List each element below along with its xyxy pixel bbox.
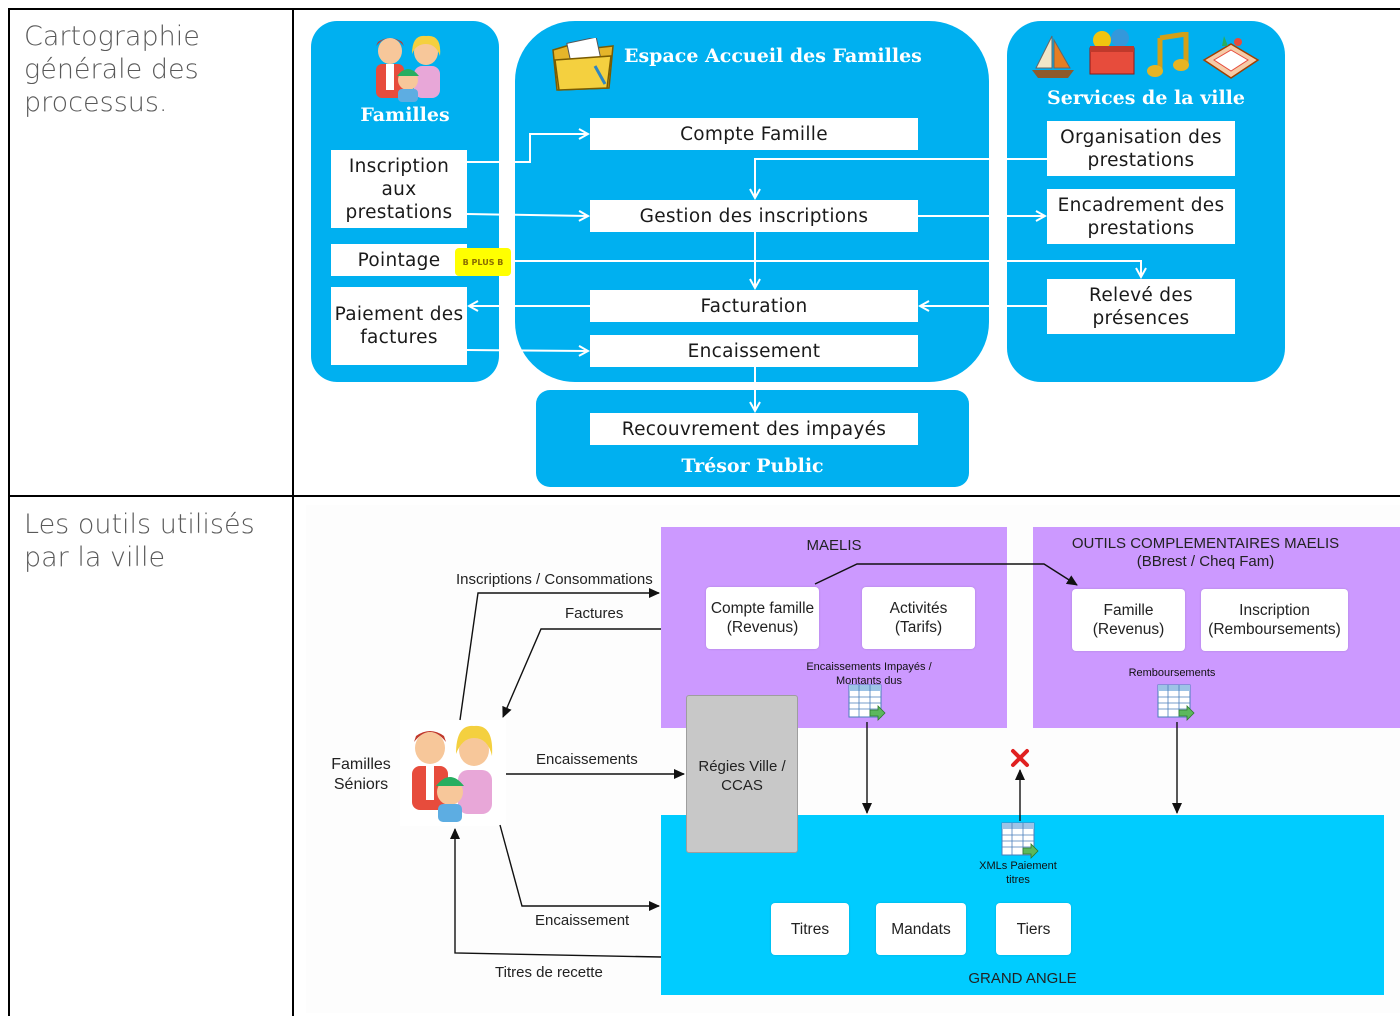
compte-famille-revenus-box: Compte famille (Revenus) bbox=[706, 587, 819, 649]
encadrement-prestations-box: Encadrement des prestations bbox=[1047, 189, 1235, 244]
inscription-prestations-box: Inscription aux prestations bbox=[331, 150, 467, 228]
xml-label: XMLs Paiement titres bbox=[979, 860, 1057, 886]
red-x-icon bbox=[1011, 749, 1029, 767]
flow-factures-label: Factures bbox=[565, 605, 624, 622]
familles-title: Familles bbox=[360, 104, 450, 126]
encaissement-box: Encaissement bbox=[590, 335, 918, 367]
outils-subtitle: (BBrest / Cheq Fam) bbox=[1136, 553, 1275, 570]
spreadsheet-export-icon bbox=[1001, 822, 1039, 859]
pointage-box: Pointage bbox=[331, 244, 467, 276]
outils-export-label: Remboursements bbox=[1128, 667, 1216, 679]
tresor-public-title: Trésor Public bbox=[681, 455, 824, 477]
bplusb-badge: B PLUS B bbox=[455, 248, 511, 276]
row-label-outils: Les outils utilisés par la ville bbox=[24, 509, 255, 573]
compte-famille-box: Compte Famille bbox=[590, 118, 918, 150]
activites-tarifs-box: Activités (Tarifs) bbox=[862, 587, 975, 649]
recouvrement-impayes-box: Recouvrement des impayés bbox=[590, 413, 918, 445]
outils-title: OUTILS COMPLEMENTAIRES MAELIS bbox=[1071, 535, 1340, 552]
regies-label: Régies Ville / CCAS bbox=[698, 758, 786, 794]
table-column-divider bbox=[292, 8, 294, 1016]
tiers-box: Tiers bbox=[996, 903, 1071, 955]
game-board-icon bbox=[1202, 36, 1260, 79]
releve-presences-box: Relevé des présences bbox=[1047, 279, 1235, 334]
flow-encaissement-label: Encaissement bbox=[535, 912, 630, 929]
services-title: Services de la ville bbox=[1047, 87, 1245, 109]
organisation-prestations-box: Organisation des prestations bbox=[1047, 121, 1235, 176]
flow-titres-recette-label: Titres de recette bbox=[495, 964, 603, 981]
boat-icon bbox=[1032, 35, 1074, 78]
flow-encaissements-label: Encaissements bbox=[536, 751, 638, 768]
table-row-divider bbox=[8, 495, 1400, 497]
grand-angle-title: GRAND ANGLE bbox=[968, 970, 1077, 987]
flow-inscriptions-label: Inscriptions / Consommations bbox=[456, 571, 653, 588]
spreadsheet-export-icon bbox=[1157, 684, 1195, 721]
inscription-remboursements-box: Inscription (Remboursements) bbox=[1201, 589, 1348, 651]
spreadsheet-export-icon bbox=[848, 684, 886, 721]
regies-panel bbox=[686, 695, 798, 853]
folder-icon bbox=[552, 38, 614, 91]
bplusb-badge-label: B PLUS B bbox=[462, 257, 504, 267]
famille-revenus-box: Famille (Revenus) bbox=[1072, 589, 1185, 651]
titres-box: Titres bbox=[771, 903, 849, 955]
table-left-border bbox=[8, 8, 10, 1016]
family-icon bbox=[376, 35, 441, 102]
table-top-border bbox=[8, 8, 1400, 10]
row-label-cartographie: Cartographie générale des processus. bbox=[24, 21, 200, 118]
maelis-export-label: Encaissements Impayés / Montants dus bbox=[806, 661, 932, 687]
music-note-icon bbox=[1147, 32, 1189, 77]
facturation-box: Facturation bbox=[590, 290, 918, 322]
toy-box-icon bbox=[1089, 29, 1135, 75]
maelis-title: MAELIS bbox=[806, 537, 862, 554]
paiement-factures-box: Paiement des factures bbox=[331, 287, 467, 365]
gestion-inscriptions-box: Gestion des inscriptions bbox=[590, 200, 918, 232]
family-icon bbox=[400, 720, 506, 826]
mandats-box: Mandats bbox=[876, 903, 966, 955]
actors-label: Familles Séniors bbox=[331, 756, 391, 793]
espace-accueil-title: Espace Accueil des Familles bbox=[624, 45, 922, 67]
